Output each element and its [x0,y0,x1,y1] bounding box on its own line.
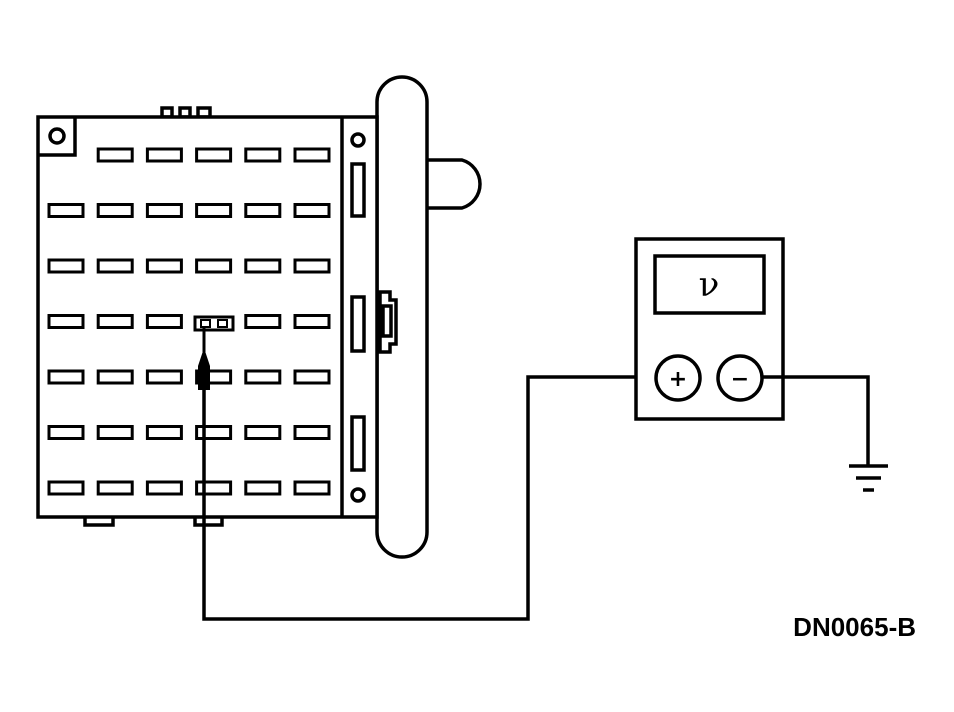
fuse-slot [145,258,183,274]
fuse-slot [293,425,331,440]
meter-display [653,254,766,315]
fuse-slot [145,480,183,496]
meter-display-symbol: ν [699,265,720,305]
fuse-slot [293,314,331,329]
fuse-slot [96,147,134,163]
fuse-slot [96,369,134,385]
fuse-slot [244,147,282,163]
fuse-slot [195,480,233,496]
positive-terminal [654,354,702,402]
fuse-slot [47,314,85,329]
fuse-slot [145,369,183,385]
fuse-slot [96,203,134,218]
tested-fuse [193,315,235,332]
fuse-slot [47,203,85,218]
fuse-slot [244,203,282,218]
fuse-slot [47,425,85,440]
fuse-slot [96,258,134,274]
fuse-slot [47,369,85,385]
positive-terminal-label: + [669,367,687,392]
fuse-slot [195,203,233,218]
fuse-slot [293,480,331,496]
fuse-slot [195,147,233,163]
figure-code: DN0065-B [793,612,916,642]
fuse-slot [244,258,282,274]
fuse-slots [47,147,331,496]
screw-icon [350,132,366,148]
voltmeter: ν + − [634,237,785,421]
panel-mounting-bracket [375,75,482,559]
fuse-slot [244,369,282,385]
fuse-slot [96,425,134,440]
fuse-slot [195,425,233,440]
fuse-slot [244,425,282,440]
fuse-slot [195,258,233,274]
fuse-slot [47,258,85,274]
fuse-slot [293,369,331,385]
fuse-slot [145,314,183,329]
test-probe-icon [198,328,210,390]
fuse-slot [293,258,331,274]
fuse-slot [47,480,85,496]
fuse-slot [145,425,183,440]
fuse-slot [145,147,183,163]
screw-icon [350,487,366,503]
fuse-slot [293,203,331,218]
negative-terminal-label: − [731,367,749,392]
probe-lead-wire [202,375,655,621]
ground-lead-wire [762,375,870,466]
fuse-slot [244,314,282,329]
fuse-slot [145,203,183,218]
ground-symbol-icon [849,464,888,492]
screw-icon [48,127,66,145]
fuse-slot [293,147,331,163]
fuse-slot [244,480,282,496]
fuse-slot [96,314,134,329]
fuse-slot [96,480,134,496]
connector-icon [378,290,398,354]
